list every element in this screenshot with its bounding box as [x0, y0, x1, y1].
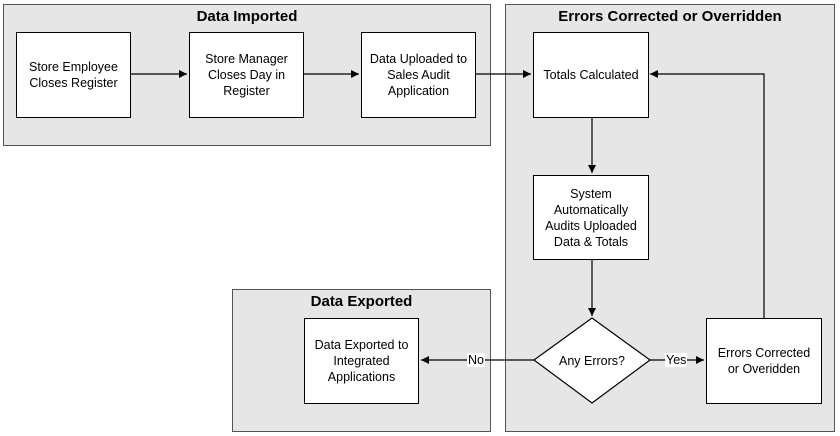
- node-totals-calculated: Totals Calculated: [533, 32, 649, 118]
- node-data-uploaded: Data Uploaded to Sales Audit Application: [361, 32, 476, 118]
- node-data-exported: Data Exported to Integrated Applications: [304, 318, 419, 404]
- edge-label-no: No: [467, 353, 485, 367]
- decision-any-errors: [532, 317, 652, 404]
- node-system-audits: System Automatically Audits Uploaded Dat…: [533, 175, 649, 260]
- node-manager-closes-day: Store Manager Closes Day in Register: [189, 32, 304, 118]
- node-employee-closes-register: Store Employee Closes Register: [16, 32, 131, 118]
- region-title-data-exported: Data Exported: [310, 293, 413, 310]
- decision-label-any-errors: Any Errors?: [559, 353, 625, 368]
- edge-label-yes: Yes: [665, 353, 688, 367]
- arrow-corrected-loop: [650, 70, 765, 318]
- node-errors-corrected: Errors Corrected or Overidden: [706, 318, 822, 404]
- region-title-errors-corrected: Errors Corrected or Overridden: [558, 8, 782, 25]
- region-title-data-imported: Data Imported: [196, 8, 298, 25]
